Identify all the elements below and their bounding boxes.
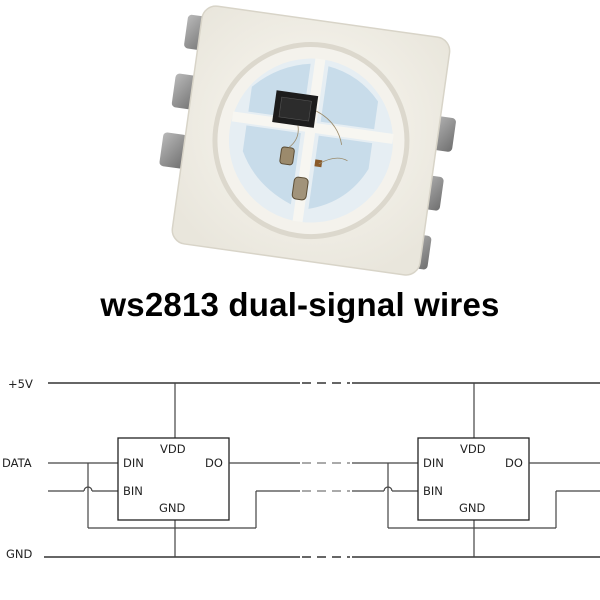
chip-2-din-label: DIN — [423, 456, 444, 470]
chip-1-din-label: DIN — [123, 456, 144, 470]
chip-2-gnd-label: GND — [459, 501, 486, 515]
chip-1-vdd-label: VDD — [160, 442, 186, 456]
vcc-rail-label: +5V — [8, 377, 33, 391]
chip-1-do-label: DO — [205, 456, 223, 470]
ws2813-chip-2: VDD DIN DO BIN GND — [417, 383, 530, 557]
chip-2-bin-label: BIN — [423, 484, 443, 498]
chip-2-vdd-label: VDD — [460, 442, 486, 456]
ws2813-chip-1: VDD DIN DO BIN GND — [117, 383, 230, 557]
led-package-photo — [159, 5, 456, 276]
gnd-rail-label: GND — [6, 547, 33, 561]
chain-wires — [88, 462, 418, 529]
data-input-wires — [48, 462, 118, 528]
wiring-diagram: +5V DATA GND VDD DIN DO BIN GND — [2, 377, 600, 561]
data-rail-label: DATA — [2, 456, 32, 470]
chip-1-gnd-label: GND — [159, 501, 186, 515]
page-title: ws2813 dual-signal wires — [100, 286, 500, 323]
chip-1-bin-label: BIN — [123, 484, 143, 498]
lead-icon — [159, 132, 187, 169]
chip-2-do-label: DO — [505, 456, 523, 470]
data-output-wires — [388, 462, 600, 529]
